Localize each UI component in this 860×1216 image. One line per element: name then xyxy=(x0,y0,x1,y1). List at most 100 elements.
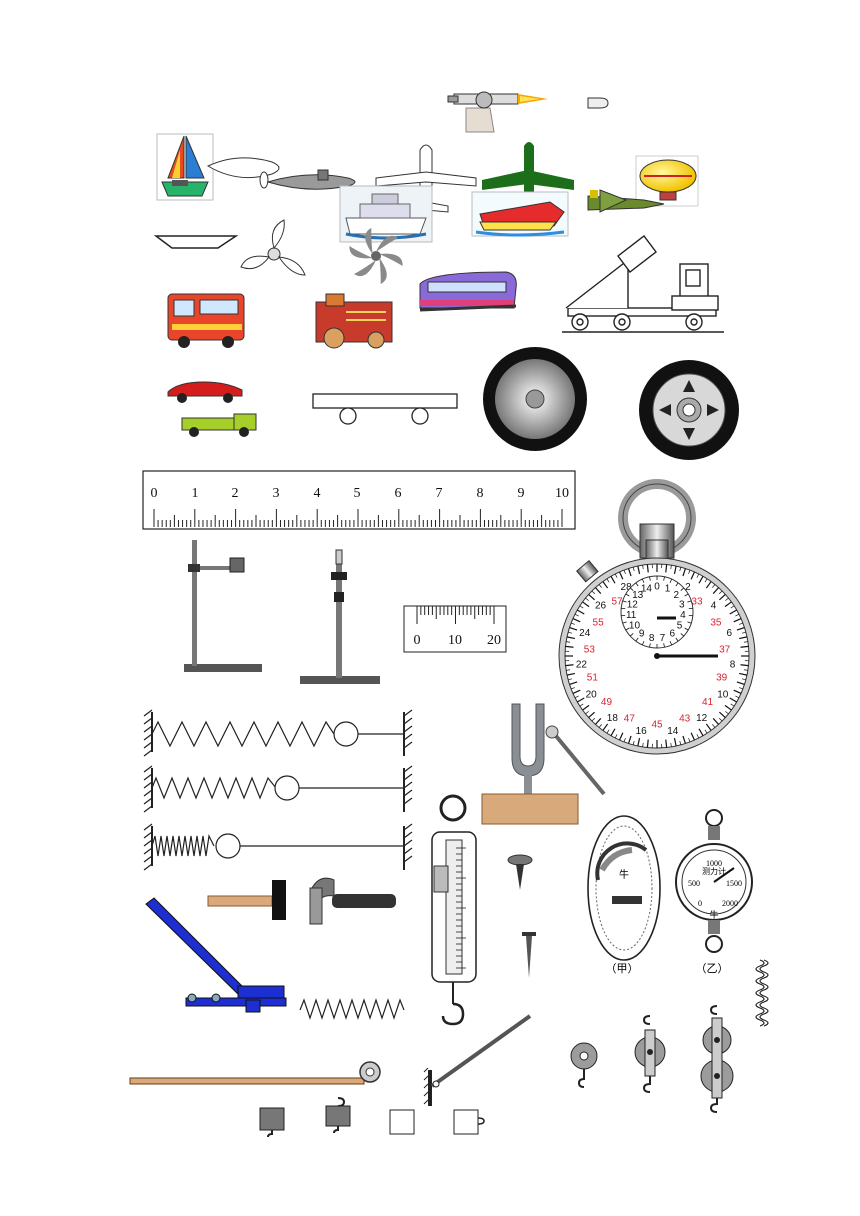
stopwatch-inner-tick xyxy=(663,576,665,581)
stopwatch-tick xyxy=(718,590,723,595)
stopwatch-inner-tick xyxy=(684,627,689,631)
stopwatch-tick xyxy=(743,669,748,671)
stopwatch-tick xyxy=(739,687,744,690)
stopwatch-label-black: 16 xyxy=(636,726,648,737)
stopwatch-tick xyxy=(729,697,737,703)
stopwatch-inner-label: 14 xyxy=(641,584,653,595)
stopwatch-inner-tick xyxy=(622,621,627,624)
stopwatch-tick xyxy=(704,729,708,734)
stopwatch-inner-tick xyxy=(669,641,673,646)
stopwatch-tick xyxy=(642,742,644,747)
ring-stand-clamp-icon xyxy=(300,549,380,684)
plank-with-pulley-icon xyxy=(129,1061,381,1085)
stopwatch-label-red: 53 xyxy=(584,644,596,655)
stopwatch-tick xyxy=(642,565,644,570)
stopwatch-tick xyxy=(572,618,581,623)
stopwatch-tick xyxy=(637,738,641,747)
stopwatch-inner-tick xyxy=(663,643,665,648)
stopwatch-inner-label: 7 xyxy=(660,633,666,644)
stopwatch-inner-label: 1 xyxy=(665,584,671,595)
stopwatch-tick xyxy=(741,678,746,681)
ruler-label: 5 xyxy=(354,486,361,501)
stopwatch-inner-label: 13 xyxy=(632,590,644,601)
thumbtack-icon xyxy=(507,854,533,890)
stopwatch-tick xyxy=(582,601,590,608)
stopwatch-tick xyxy=(739,672,748,676)
stopwatch-label-black: 24 xyxy=(579,628,591,639)
stopwatch-label-black: 2 xyxy=(685,582,691,593)
stopwatch-label-black: 14 xyxy=(667,726,679,737)
stopwatch-tick xyxy=(704,578,708,583)
stopwatch-tick xyxy=(688,738,691,743)
stopwatch-tick xyxy=(579,703,584,707)
stopwatch-inner-label: 2 xyxy=(674,590,680,601)
zigzag-spring-icon xyxy=(299,998,405,1020)
stopwatch-inner-label: 0 xyxy=(654,582,660,593)
stopwatch-tick xyxy=(670,565,672,570)
stopwatch-inner-tick xyxy=(641,641,645,646)
stopwatch-tick xyxy=(570,622,575,625)
stopwatch-tick xyxy=(602,581,609,589)
stopwatch-tick xyxy=(735,695,740,699)
vernier-label: 10 xyxy=(448,633,462,648)
dynamometer-b: 1000 测力计 500 1500 0 2000 牛 （乙） xyxy=(675,809,753,975)
ruler: 0 1 2 3 4 5 6 7 8 9 10 xyxy=(142,470,576,530)
ruler-label: 3 xyxy=(273,486,280,501)
stopwatch-tick xyxy=(736,626,745,631)
stopwatch-tick xyxy=(688,569,691,574)
airship-outline-icon xyxy=(206,157,280,189)
dynamometer-b-title: 测力计 xyxy=(702,866,726,876)
stopwatch-tick xyxy=(725,711,729,715)
ring-stand-icon xyxy=(184,540,262,672)
stopwatch-tick xyxy=(619,732,624,741)
stopwatch-tick xyxy=(719,711,726,719)
submarine-icon xyxy=(266,169,356,190)
stopwatch-inner-label: 9 xyxy=(639,629,645,640)
stopwatch-inner-label: 3 xyxy=(679,599,685,610)
vernier-label: 0 xyxy=(414,633,421,648)
stopwatch-tick xyxy=(729,609,737,615)
hook-weight-icon xyxy=(259,1107,285,1138)
stopwatch-tick xyxy=(665,739,668,748)
pivoted-lever-icon xyxy=(423,1014,532,1106)
stopwatch-tick xyxy=(724,601,732,608)
dynamometer-a-caption: （甲） xyxy=(606,962,639,975)
stopwatch-label-black: 18 xyxy=(607,713,619,724)
stopwatch-tick xyxy=(594,718,602,725)
stopwatch-tick xyxy=(712,584,716,588)
dynamometer-b-reading: 500 xyxy=(688,879,700,888)
ruler-label: 10 xyxy=(555,486,569,501)
stopwatch-label-black: 22 xyxy=(576,659,588,670)
stopwatch-tick xyxy=(582,704,590,711)
spring-oscillator-2 xyxy=(143,765,413,813)
stopwatch-tick xyxy=(705,723,712,731)
stopwatch-tick xyxy=(623,569,626,574)
ruler-label: 2 xyxy=(232,486,239,501)
stopwatch-tick xyxy=(566,641,571,643)
stopwatch-label-black: 12 xyxy=(696,713,708,724)
stopwatch-inner-tick xyxy=(687,621,692,624)
stopwatch-tick xyxy=(719,593,726,601)
stopwatch-inner-label: 8 xyxy=(649,633,655,644)
coil-spring-icon xyxy=(755,959,769,1027)
stopwatch-tick xyxy=(585,711,589,715)
claw-hammer-icon xyxy=(309,877,396,925)
nail-icon xyxy=(522,932,536,978)
ruler-label: 9 xyxy=(518,486,525,501)
stopwatch-inner-tick xyxy=(629,633,634,637)
stopwatch-inner-label: 12 xyxy=(627,599,639,610)
stopwatch-inner-tick xyxy=(680,587,685,591)
stopwatch-tick xyxy=(743,641,748,643)
stopwatch-label-black: 6 xyxy=(726,628,732,639)
ruler-label: 6 xyxy=(395,486,402,501)
dynamometer-b-unit: 牛 xyxy=(709,909,718,920)
mallet-icon xyxy=(207,880,286,920)
stopwatch-inner-tick xyxy=(680,633,685,637)
stopwatch-inner-tick xyxy=(625,627,630,631)
stopwatch-tick xyxy=(579,605,584,609)
stopwatch-label-black: 28 xyxy=(621,582,633,593)
stopwatch-tick xyxy=(679,567,682,572)
propeller-icon xyxy=(240,219,306,276)
spring-oscillator-1 xyxy=(143,709,413,757)
